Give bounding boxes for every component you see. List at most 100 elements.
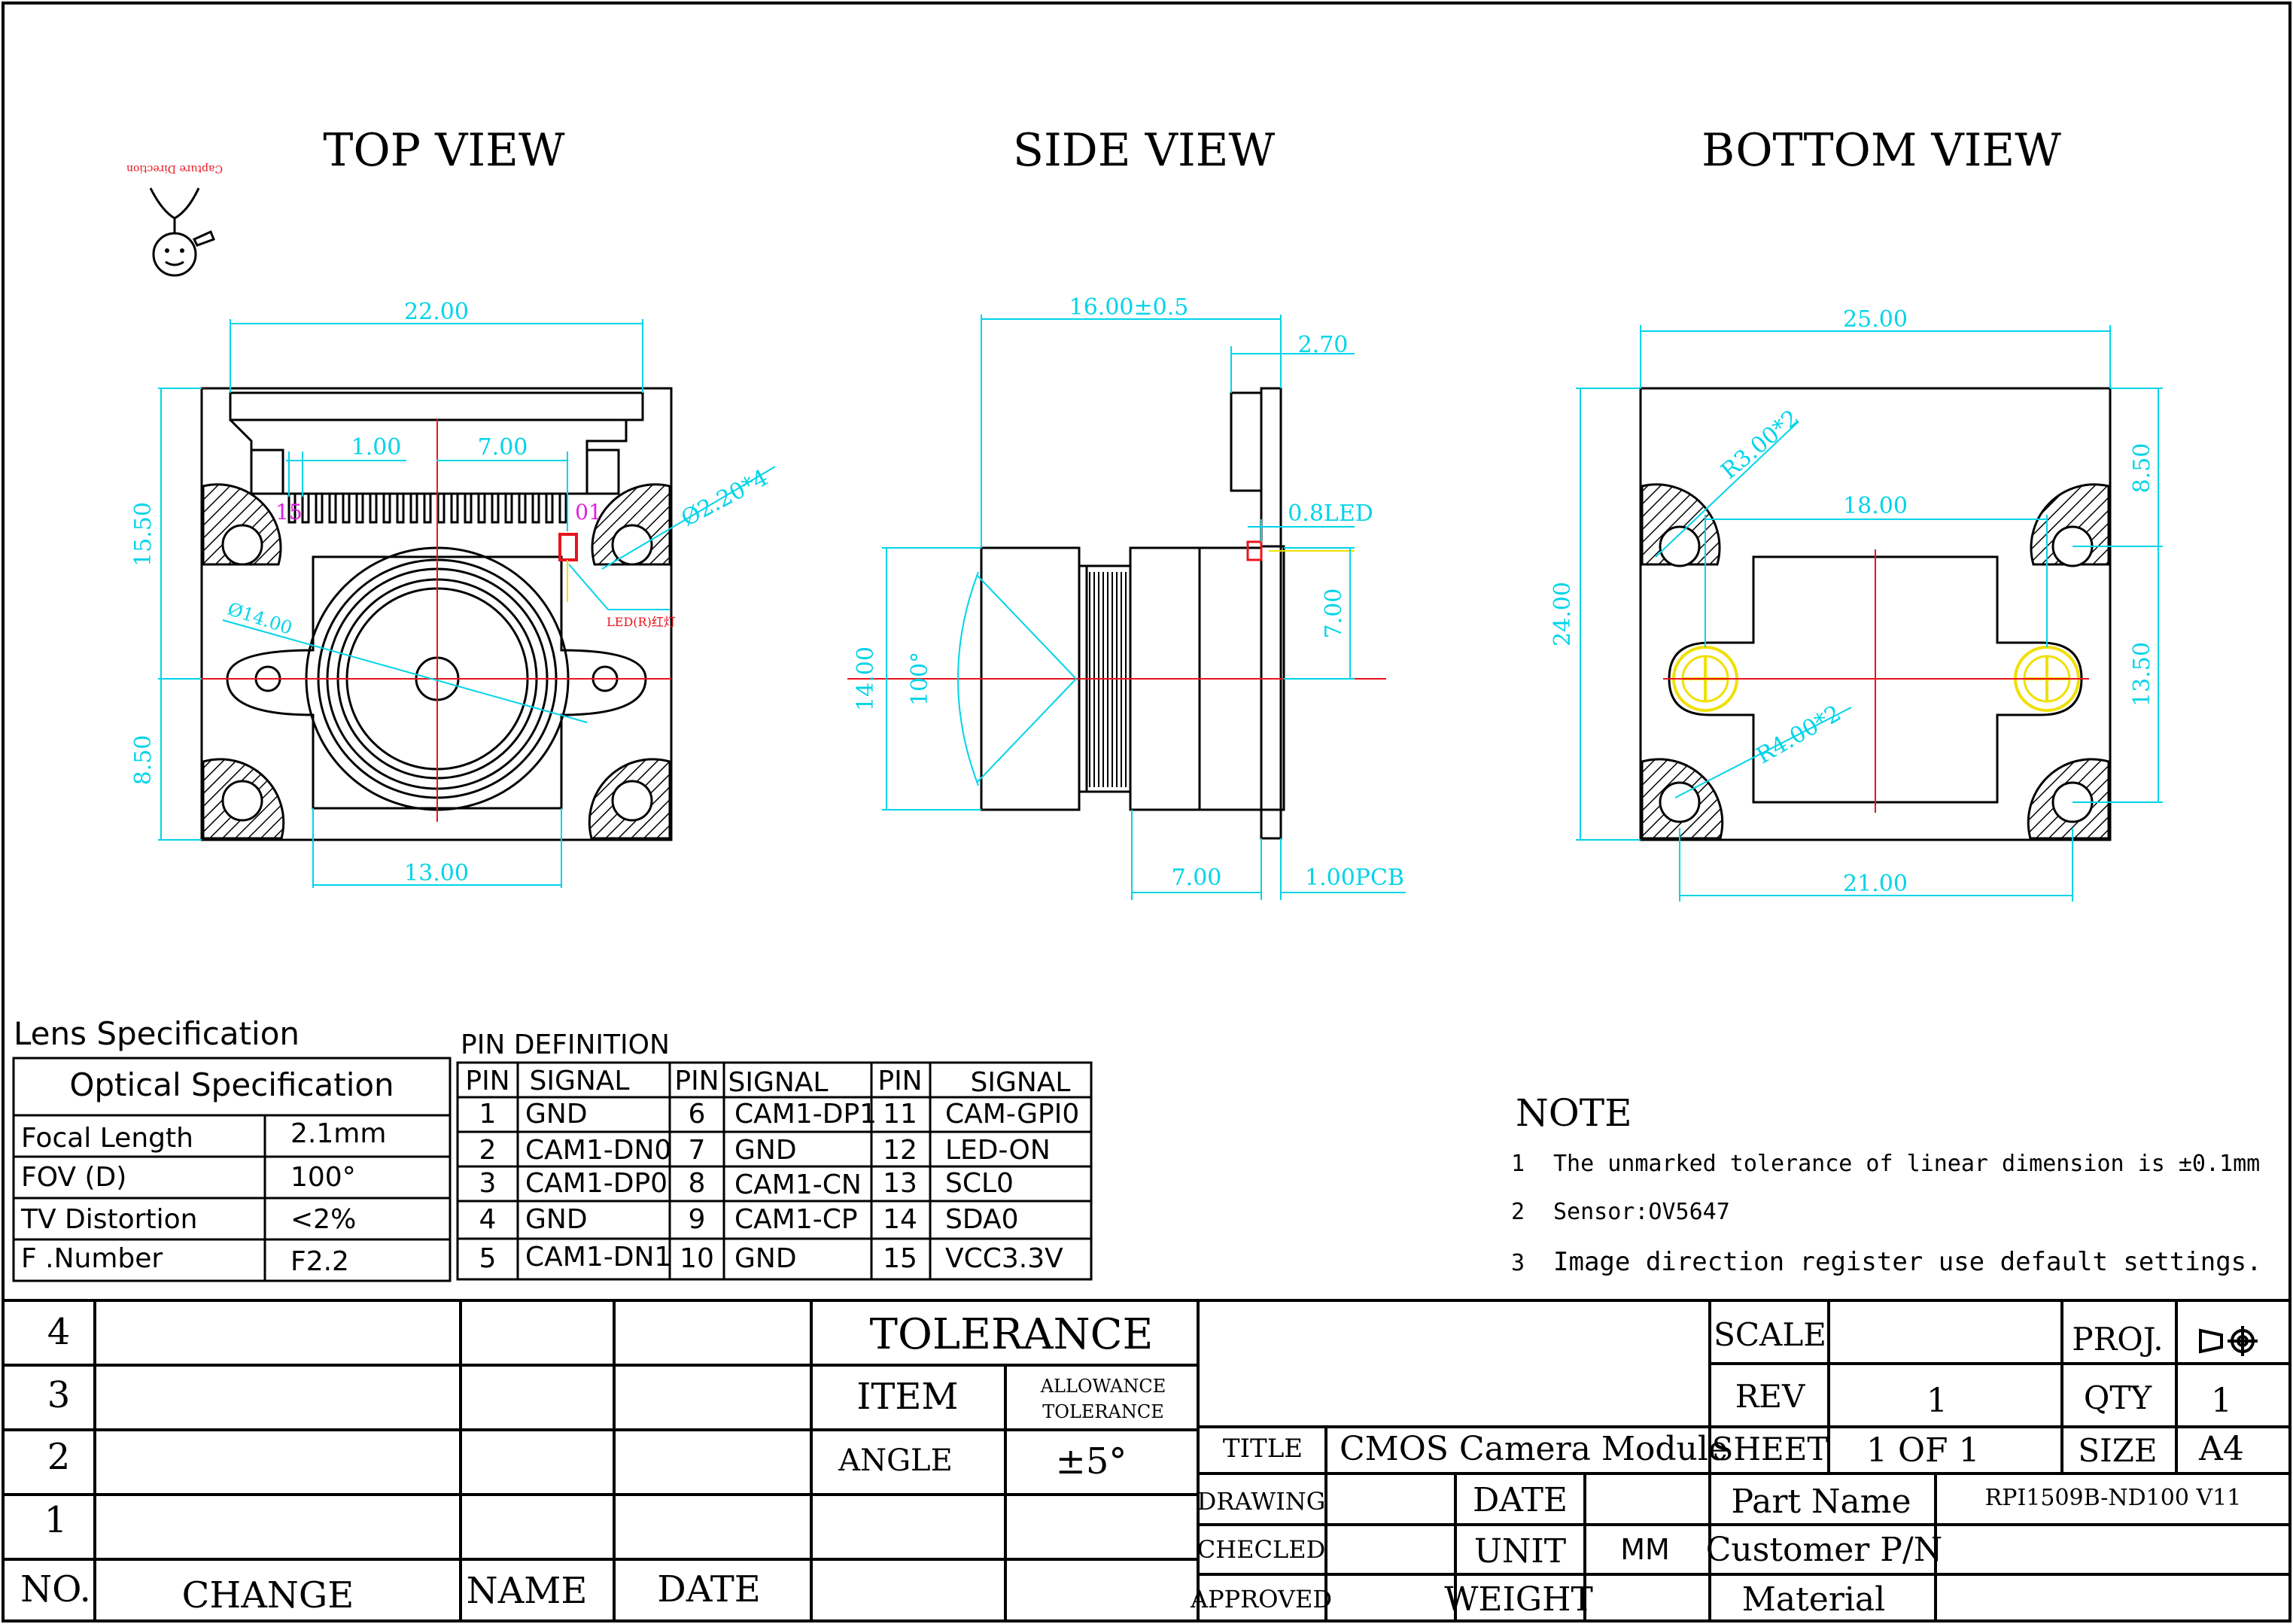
dim-top-height-upper: 15.50: [130, 502, 157, 567]
svg-text:13: 13: [883, 1168, 917, 1199]
notes-title: NOTE: [1516, 1091, 1632, 1135]
rev-number: 1: [44, 1499, 68, 1541]
svg-text:GND: GND: [525, 1099, 588, 1130]
svg-text:4: 4: [479, 1204, 497, 1235]
lens-row-label: F .Number: [21, 1243, 163, 1274]
dim-bottom-slot: R4.00*2: [1752, 700, 1845, 769]
capture-direction-icon: Capture Direction: [126, 163, 223, 277]
dim-bottom-r-bottom: 13.50: [2129, 642, 2155, 707]
svg-text:PIN: PIN: [674, 1066, 719, 1096]
svg-text:14: 14: [883, 1204, 917, 1235]
qty-value: 1: [2211, 1382, 2232, 1420]
sheet-label: SHEET: [1712, 1431, 1829, 1467]
dim-top-pitch: 1.00: [351, 434, 402, 461]
svg-text:VCC3.3V: VCC3.3V: [945, 1243, 1063, 1274]
material-label: Material: [1742, 1580, 1885, 1619]
pin-def-table: [456, 1061, 1093, 1281]
checked-label: CHECLED: [1197, 1535, 1326, 1564]
size-label: SIZE: [2078, 1432, 2157, 1469]
dim-top-span: 7.00: [478, 434, 528, 461]
side-view-title: SIDE VIEW: [1013, 124, 1276, 177]
unit-label: UNIT: [1474, 1532, 1566, 1571]
top-view-dimensions: [158, 319, 776, 888]
dim-top-hole: Ø2.20*4: [677, 464, 773, 532]
lens-row-label: FOV (D): [21, 1162, 126, 1193]
rev-change-header: CHANGE: [182, 1574, 354, 1616]
svg-text:SIGNAL: SIGNAL: [728, 1067, 829, 1098]
svg-text:7: 7: [689, 1135, 706, 1166]
dim-side-offset: 7.00: [1321, 588, 1347, 639]
bottom-view-title: BOTTOM VIEW: [1702, 124, 2061, 177]
svg-text:CAM1-CP: CAM1-CP: [734, 1204, 858, 1235]
part-name-label: Part Name: [1731, 1483, 1911, 1521]
tolerance-angle: ANGLE: [838, 1443, 953, 1478]
approved-label: APPROVED: [1190, 1585, 1332, 1613]
svg-text:15: 15: [883, 1243, 917, 1274]
dim-top-width: 22.00: [404, 299, 469, 325]
svg-text:PIN: PIN: [877, 1066, 922, 1096]
sheet-value: 1 OF 1: [1866, 1431, 1980, 1470]
note-text: Image direction register use default set…: [1553, 1247, 2262, 1277]
dim-top-base: 13.00: [404, 860, 469, 887]
tolerance-title: TOLERANCE: [870, 1310, 1154, 1359]
led-label: LED(R)红灯: [607, 615, 676, 629]
svg-text:SIGNAL: SIGNAL: [530, 1066, 630, 1096]
tolerance-allowance-2: TOLERANCE: [1042, 1401, 1163, 1422]
pin-right-label: 01: [575, 500, 602, 525]
lens-row-value: 100°: [290, 1162, 356, 1193]
svg-text:GND: GND: [734, 1243, 797, 1274]
svg-text:LED-ON: LED-ON: [945, 1135, 1051, 1166]
bottom-view-dimensions: [1576, 325, 2163, 902]
dim-top-lens: Ø14.00: [225, 598, 295, 639]
rev-value: 1: [1927, 1382, 1948, 1420]
drawing-label: DRAWING: [1197, 1487, 1326, 1516]
svg-text:CAM1-DP1: CAM1-DP1: [734, 1099, 877, 1130]
pin-left-label: 15: [275, 500, 303, 525]
dim-bottom-r-top: 8.50: [2129, 443, 2155, 494]
dim-bottom-corner: R3.00*2: [1716, 405, 1804, 485]
svg-text:11: 11: [883, 1099, 917, 1130]
rev-no-header: NO.: [20, 1568, 91, 1610]
note-number: 3: [1511, 1250, 1525, 1276]
rev-date-header: DATE: [657, 1568, 761, 1610]
dim-bottom-width: 25.00: [1843, 306, 1908, 333]
title-label: TITLE: [1223, 1434, 1303, 1464]
svg-text:CAM-GPI0: CAM-GPI0: [945, 1099, 1079, 1130]
date-label: DATE: [1473, 1481, 1568, 1519]
notes-list: 1 The unmarked tolerance of linear dimen…: [1511, 1151, 2262, 1277]
part-name-value: RPI1509B-ND100 V11: [1985, 1485, 2242, 1511]
svg-text:2: 2: [479, 1135, 497, 1166]
rev-number: 3: [47, 1374, 71, 1416]
svg-text:5: 5: [479, 1243, 497, 1274]
rev-name-header: NAME: [467, 1570, 588, 1612]
svg-text:CAM1-CN: CAM1-CN: [734, 1169, 862, 1200]
scale-label: SCALE: [1714, 1316, 1826, 1353]
dim-bottom-hole-span: 18.00: [1843, 493, 1908, 519]
svg-text:CAM1-DP0: CAM1-DP0: [525, 1168, 668, 1199]
lens-row-label: Focal Length: [21, 1123, 193, 1154]
top-view: LED(R)红灯 15 01: [200, 387, 676, 841]
customer-pn-label: Customer P/N: [1706, 1531, 1942, 1569]
svg-text:SDA0: SDA0: [945, 1204, 1018, 1235]
lens-row-value: <2%: [290, 1204, 356, 1235]
dim-bottom-height: 24.00: [1549, 582, 1576, 646]
svg-text:SCL0: SCL0: [945, 1168, 1014, 1199]
top-view-title: TOP VIEW: [323, 124, 564, 177]
side-view: [980, 387, 1285, 840]
dim-side-angle: 100°: [907, 652, 933, 706]
size-value: A4: [2198, 1430, 2244, 1468]
note-number: 2: [1511, 1199, 1525, 1225]
svg-text:9: 9: [689, 1204, 706, 1235]
rev-number: 2: [47, 1436, 71, 1478]
svg-text:CAM1-DN0: CAM1-DN0: [525, 1135, 671, 1166]
note-text: Sensor:OV5647: [1553, 1199, 1730, 1225]
dim-bottom-span: 21.00: [1843, 871, 1908, 897]
svg-text:Capture Direction: Capture Direction: [126, 163, 223, 175]
rev-number: 4: [47, 1311, 71, 1353]
svg-text:1: 1: [479, 1099, 497, 1130]
note-number: 1: [1511, 1151, 1525, 1177]
pin-def-headers: PIN SIGNAL PIN SIGNAL PIN SIGNAL: [465, 1066, 1070, 1098]
